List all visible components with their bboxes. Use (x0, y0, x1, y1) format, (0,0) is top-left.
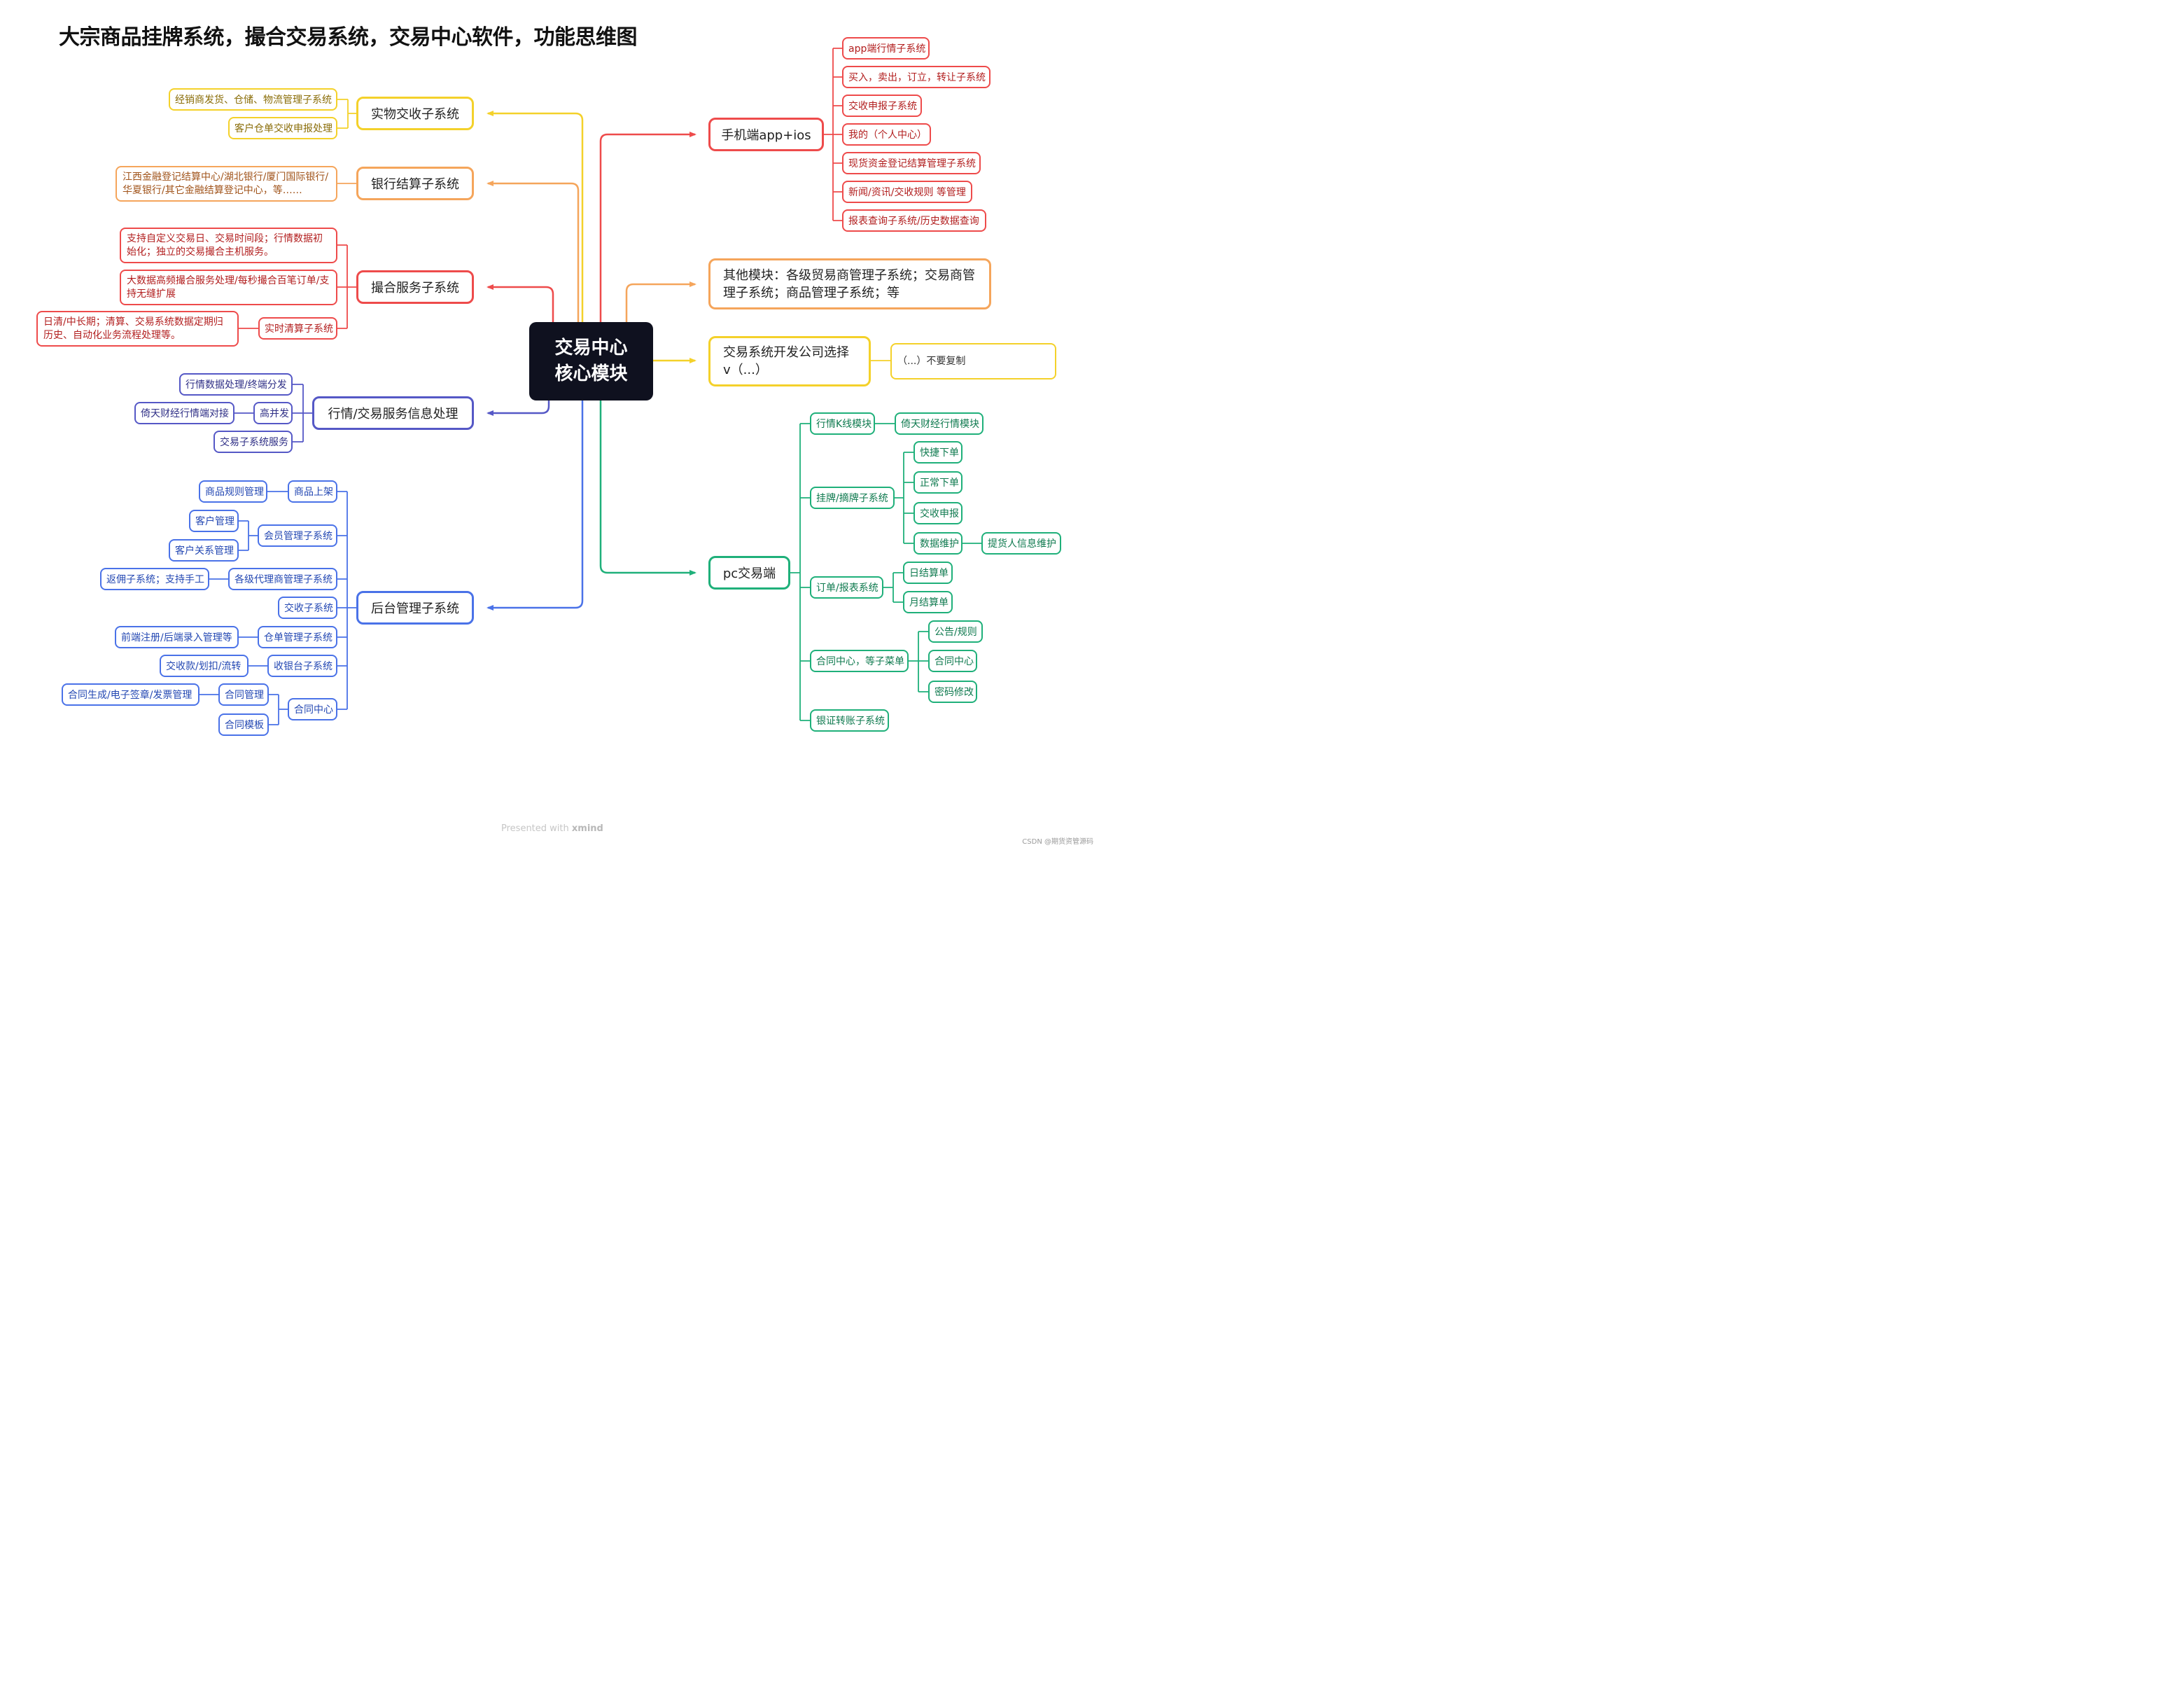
subtopic-registration[interactable]: 前端注册/后端录入管理等 (115, 626, 239, 648)
subtopic-contract-template[interactable]: 合同模板 (218, 713, 269, 736)
subtopic-customer-relations[interactable]: 客户关系管理 (169, 539, 239, 562)
subtopic-high-frequency-matching[interactable]: 大数据高频撮合服务处理/每秒撮合百笔订单/支持无缝扩展 (120, 270, 337, 305)
subtopic-warehouse-receipt[interactable]: 客户仓单交收申报处理 (228, 117, 337, 139)
subtopic-e-signature-invoice[interactable]: 合同生成/电子签章/发票管理 (62, 683, 200, 706)
subtopic-product-rules[interactable]: 商品规则管理 (199, 480, 267, 503)
subtopic-delivery-declaration[interactable]: 交收申报子系统 (842, 95, 922, 117)
subtopic-my-center[interactable]: 我的（个人中心） (842, 123, 931, 146)
subtopic-kline-module[interactable]: 行情K线模块 (810, 412, 875, 435)
subtopic-vendor-note[interactable]: （...）不要复制 (890, 343, 1056, 379)
central-topic-line1: 交易中心 (554, 337, 628, 358)
subtopic-high-concurrency[interactable]: 高并发 (253, 402, 293, 424)
subtopic-pickup-info[interactable]: 提货人信息维护 (981, 532, 1061, 555)
subtopic-quick-order[interactable]: 快捷下单 (913, 441, 962, 464)
subtopic-contract-submenu[interactable]: 合同中心，等子菜单 (810, 650, 909, 672)
subtopic-bank-securities-transfer[interactable]: 银证转账子系统 (810, 709, 889, 732)
topic-market-trade-info[interactable]: 行情/交易服务信息处理 (312, 396, 474, 430)
subtopic-spot-fund-settlement[interactable]: 现货资金登记结算管理子系统 (842, 152, 981, 174)
subtopic-buy-sell[interactable]: 买入，卖出，订立，转让子系统 (842, 66, 990, 88)
subtopic-rebate[interactable]: 返佣子系统；支持手工 (100, 568, 209, 590)
subtopic-agent-management[interactable]: 各级代理商管理子系统 (228, 568, 337, 590)
subtopic-data-maintenance[interactable]: 数据维护 (913, 532, 962, 555)
subtopic-product-listing[interactable]: 商品上架 (288, 480, 337, 503)
subtopic-listing-delisting[interactable]: 挂牌/摘牌子系统 (810, 487, 895, 509)
topic-bank-settlement[interactable]: 银行结算子系统 (356, 167, 474, 200)
subtopic-dealer-logistics[interactable]: 经销商发货、仓储、物流管理子系统 (169, 88, 337, 111)
footer-prefix: Presented with (501, 823, 569, 834)
topic-matching-service[interactable]: 撮合服务子系统 (356, 270, 474, 304)
topic-other-modules[interactable]: 其他模块：各级贸易商管理子系统；交易商管理子系统；商品管理子系统；等 (708, 258, 991, 309)
central-topic[interactable]: 交易中心 核心模块 (529, 322, 653, 400)
subtopic-app-market[interactable]: app端行情子系统 (842, 37, 930, 60)
subtopic-report-query[interactable]: 报表查询子系统/历史数据查询 (842, 209, 986, 232)
subtopic-bank-list[interactable]: 江西金融登记结算中心/湖北银行/厦门国际银行/华夏银行/其它金融结算登记中心，等… (115, 166, 337, 202)
presented-with-footer: Presented with xmind (501, 823, 603, 834)
subtopic-realtime-clearing[interactable]: 实时清算子系统 (258, 317, 337, 340)
subtopic-warehouse-receipt-management[interactable]: 仓单管理子系统 (258, 626, 337, 648)
subtopic-customer-management[interactable]: 客户管理 (189, 510, 239, 532)
connector-lines (200, 48, 981, 725)
subtopic-payment-transfer[interactable]: 交收款/划扣/流转 (160, 655, 248, 677)
page-title: 大宗商品挂牌系统，撮合交易系统，交易中心软件，功能思维图 (59, 25, 638, 50)
subtopic-trading-subsystem-service[interactable]: 交易子系统服务 (214, 431, 293, 453)
subtopic-daily-statement[interactable]: 日结算单 (903, 562, 953, 584)
subtopic-monthly-statement[interactable]: 月结算单 (903, 591, 953, 613)
subtopic-yitian-market-module[interactable]: 倚天财经行情模块 (895, 412, 983, 435)
subtopic-pc-contract-center[interactable]: 合同中心 (928, 650, 977, 672)
subtopic-yitian-market-integration[interactable]: 倚天财经行情端对接 (134, 402, 234, 424)
subtopic-pc-delivery-declaration[interactable]: 交收申报 (913, 502, 962, 524)
subtopic-cashier[interactable]: 收银台子系统 (267, 655, 337, 677)
subtopic-custom-trading-day[interactable]: 支持自定义交易日、交易时间段；行情数据初始化；独立的交易撮合主机服务。 (120, 228, 337, 263)
topic-pc-trading[interactable]: pc交易端 (708, 556, 790, 590)
topic-physical-delivery[interactable]: 实物交收子系统 (356, 97, 474, 130)
subtopic-password-change[interactable]: 密码修改 (928, 681, 977, 703)
subtopic-announcement-rules[interactable]: 公告/规则 (928, 620, 983, 643)
subtopic-member-management[interactable]: 会员管理子系统 (258, 524, 337, 547)
subtopic-clearing-detail[interactable]: 日清/中长期；清算、交易系统数据定期归历史、自动化业务流程处理等。 (36, 311, 239, 347)
subtopic-normal-order[interactable]: 正常下单 (913, 471, 962, 494)
csdn-credit: CSDN @期货资管源码 (1022, 838, 1093, 846)
topic-admin-management[interactable]: 后台管理子系统 (356, 591, 474, 625)
xmind-logo: xmind (571, 823, 603, 834)
subtopic-market-data-distribution[interactable]: 行情数据处理/终端分发 (179, 373, 293, 396)
subtopic-delivery[interactable]: 交收子系统 (278, 597, 337, 619)
subtopic-news-rules[interactable]: 新闻/资讯/交收规则 等管理 (842, 181, 972, 203)
topic-mobile-app[interactable]: 手机端app+ios (708, 118, 824, 151)
subtopic-orders-reports[interactable]: 订单/报表系统 (810, 576, 883, 599)
subtopic-contract-center[interactable]: 合同中心 (288, 698, 337, 720)
subtopic-contract-management[interactable]: 合同管理 (218, 683, 269, 706)
central-topic-line2: 核心模块 (554, 363, 628, 384)
topic-vendor-selection[interactable]: 交易系统开发公司选择v（...） (708, 336, 871, 386)
